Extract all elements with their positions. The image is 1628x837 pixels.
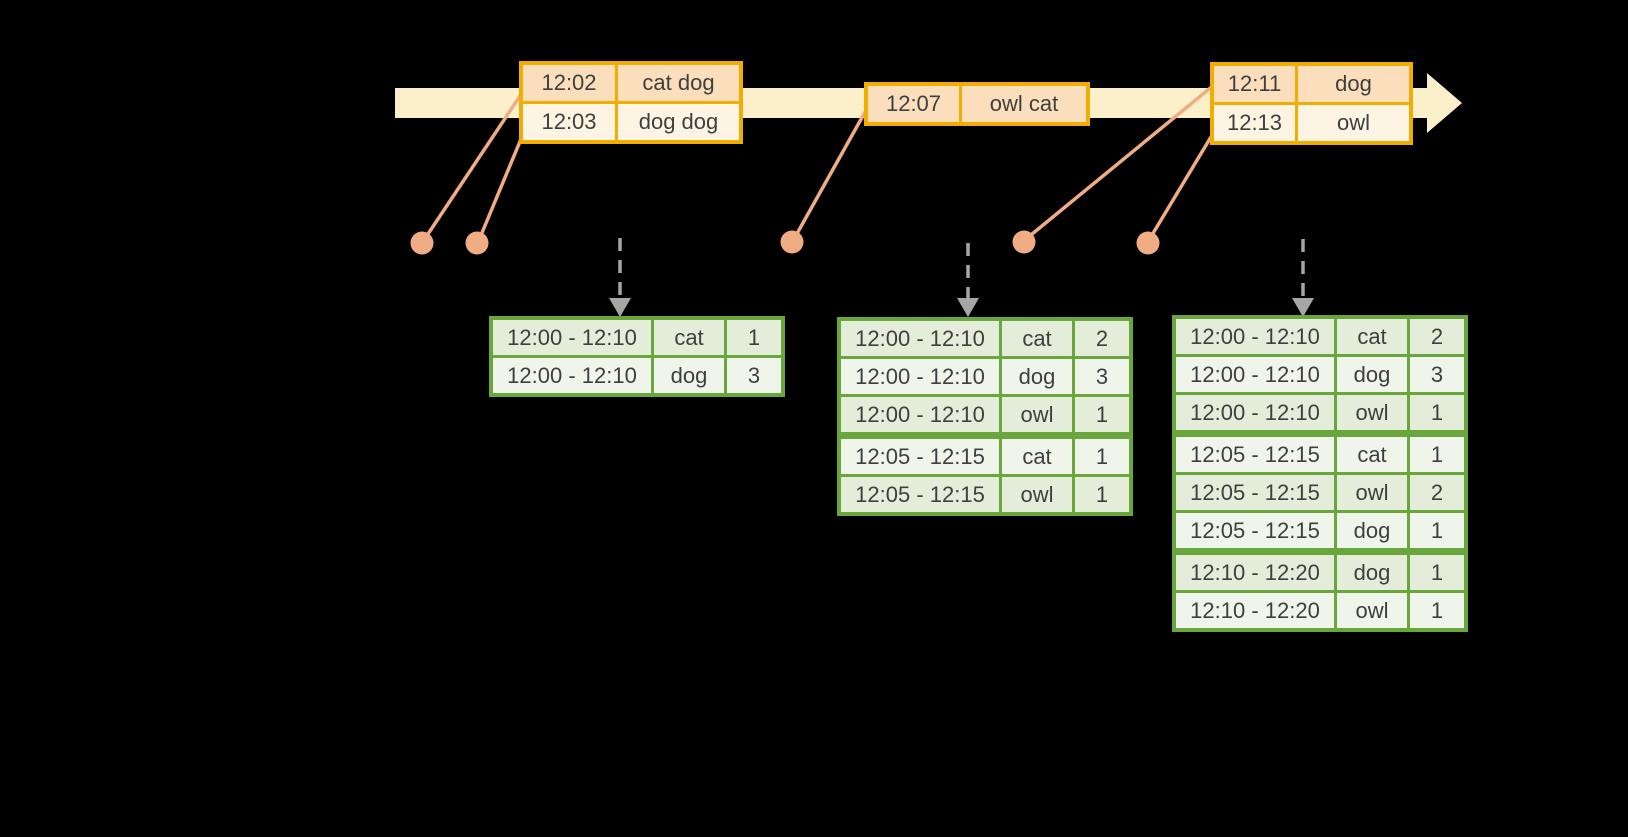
animal-cell: cat: [1334, 430, 1410, 475]
event-words-cell: owl cat: [959, 82, 1090, 126]
timeline-arrow-icon: [1427, 73, 1462, 133]
table-row: 12:05 - 12:15 dog 1: [1172, 510, 1468, 553]
table-row: 12:05 - 12:15 owl 1: [837, 474, 1133, 516]
window-cell: 12:00 - 12:10: [1172, 392, 1337, 435]
window-cell: 12:00 - 12:10: [489, 316, 654, 358]
down-arrowhead-icon: [609, 298, 631, 317]
table-row: 12:13 owl: [1210, 102, 1413, 145]
window-cell: 12:05 - 12:15: [1172, 510, 1337, 553]
event-time-cell: 12:13: [1210, 102, 1298, 145]
window-cell: 12:00 - 12:10: [837, 394, 1002, 437]
event-table-1: 12:02 cat dog 12:03 dog dog: [519, 61, 743, 144]
connector-line: [422, 89, 526, 241]
count-cell: 1: [1407, 430, 1468, 475]
table-row: 12:07 owl cat: [864, 82, 1090, 126]
event-connector-lines: [422, 83, 1219, 241]
table-row: 12:00 - 12:10 cat 1: [489, 316, 785, 358]
event-time-cell: 12:11: [1210, 62, 1298, 105]
count-cell: 1: [1072, 474, 1133, 516]
animal-cell: owl: [1334, 472, 1410, 513]
window-cell: 12:05 - 12:15: [1172, 430, 1337, 475]
count-cell: 1: [1072, 394, 1133, 437]
table-row: 12:03 dog dog: [519, 101, 743, 144]
event-dot-icon: [1136, 231, 1160, 255]
window-cell: 12:00 - 12:10: [489, 355, 654, 397]
table-row: 12:00 - 12:10 dog 3: [489, 355, 785, 397]
window-cell: 12:00 - 12:10: [837, 317, 1002, 359]
table-row: 12:05 - 12:15 cat 1: [1172, 430, 1468, 475]
animal-cell: owl: [1334, 392, 1410, 435]
event-words-cell: dog: [1295, 62, 1413, 105]
table-row: 12:00 - 12:10 owl 1: [837, 394, 1133, 437]
animal-cell: dog: [1334, 354, 1410, 395]
count-cell: 1: [1072, 432, 1133, 477]
count-cell: 1: [1407, 590, 1468, 632]
event-time-cell: 12:03: [519, 101, 618, 144]
window-cell: 12:10 - 12:20: [1172, 548, 1337, 593]
table-row: 12:10 - 12:20 owl 1: [1172, 590, 1468, 632]
table-row: 12:00 - 12:10 cat 2: [1172, 315, 1468, 357]
count-cell: 1: [1407, 510, 1468, 553]
event-table-3: 12:11 dog 12:13 owl: [1210, 62, 1413, 145]
animal-cell: dog: [1334, 510, 1410, 553]
connector-line: [477, 126, 528, 241]
count-cell: 2: [1407, 315, 1468, 357]
trigger-arrowheads: [609, 298, 1314, 317]
connector-line: [1024, 83, 1216, 241]
window-cell: 12:00 - 12:10: [837, 356, 1002, 397]
animal-cell: cat: [1334, 315, 1410, 357]
animal-cell: dog: [651, 355, 727, 397]
down-arrowhead-icon: [957, 298, 979, 317]
connector-line: [1147, 126, 1219, 241]
window-cell: 12:05 - 12:15: [837, 474, 1002, 516]
animal-cell: owl: [999, 474, 1075, 516]
down-arrowhead-icon: [1292, 298, 1314, 317]
window-cell: 12:10 - 12:20: [1172, 590, 1337, 632]
animal-cell: cat: [999, 317, 1075, 359]
event-dot-icon: [780, 230, 804, 254]
animal-cell: cat: [999, 432, 1075, 477]
result-table-1: 12:00 - 12:10 cat 1 12:00 - 12:10 dog 3: [489, 316, 785, 397]
trigger-arrows: [618, 238, 1305, 299]
event-dot-icon: [410, 231, 434, 255]
window-cell: 12:05 - 12:15: [837, 432, 1002, 477]
animal-cell: owl: [1334, 590, 1410, 632]
event-dot-icon: [465, 231, 489, 255]
count-cell: 1: [1407, 392, 1468, 435]
result-table-3: 12:00 - 12:10 cat 2 12:00 - 12:10 dog 3 …: [1172, 315, 1468, 632]
count-cell: 1: [724, 316, 785, 358]
table-row: 12:00 - 12:10 dog 3: [837, 356, 1133, 397]
table-row: 12:00 - 12:10 owl 1: [1172, 392, 1468, 435]
table-row: 12:02 cat dog: [519, 61, 743, 104]
animal-cell: dog: [1334, 548, 1410, 593]
event-words-cell: dog dog: [615, 101, 743, 144]
count-cell: 3: [724, 355, 785, 397]
event-time-cell: 12:02: [519, 61, 618, 104]
animal-cell: cat: [651, 316, 727, 358]
connector-line: [792, 104, 871, 240]
window-cell: 12:00 - 12:10: [1172, 315, 1337, 357]
event-marker-dots: [410, 230, 1160, 255]
table-row: 12:05 - 12:15 owl 2: [1172, 472, 1468, 513]
event-words-cell: cat dog: [615, 61, 743, 104]
event-table-2: 12:07 owl cat: [864, 82, 1090, 126]
table-row: 12:05 - 12:15 cat 1: [837, 432, 1133, 477]
window-cell: 12:05 - 12:15: [1172, 472, 1337, 513]
animal-cell: dog: [999, 356, 1075, 397]
count-cell: 2: [1407, 472, 1468, 513]
count-cell: 2: [1072, 317, 1133, 359]
window-cell: 12:00 - 12:10: [1172, 354, 1337, 395]
event-time-cell: 12:07: [864, 82, 962, 126]
count-cell: 1: [1407, 548, 1468, 593]
result-table-2: 12:00 - 12:10 cat 2 12:00 - 12:10 dog 3 …: [837, 317, 1133, 516]
animal-cell: owl: [999, 394, 1075, 437]
count-cell: 3: [1072, 356, 1133, 397]
table-row: 12:00 - 12:10 dog 3: [1172, 354, 1468, 395]
table-row: 12:00 - 12:10 cat 2: [837, 317, 1133, 359]
event-dot-icon: [1012, 230, 1036, 254]
event-words-cell: owl: [1295, 102, 1413, 145]
count-cell: 3: [1407, 354, 1468, 395]
table-row: 12:10 - 12:20 dog 1: [1172, 548, 1468, 593]
table-row: 12:11 dog: [1210, 62, 1413, 105]
